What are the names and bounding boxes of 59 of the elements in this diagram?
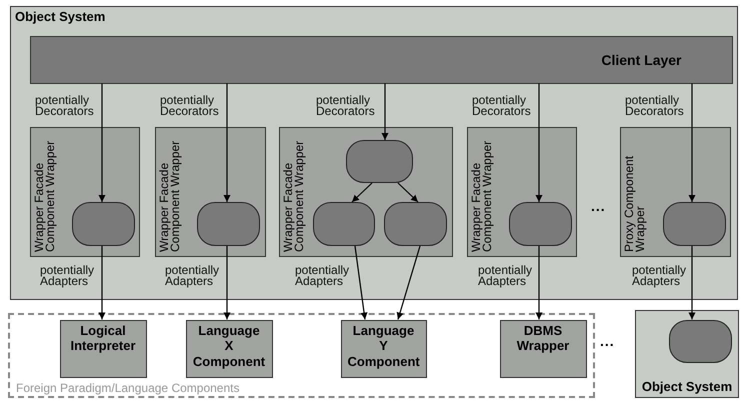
edge-label: potentially Decorators [35, 95, 94, 117]
wrapper-box [466, 126, 576, 256]
node-label: Object System [640, 379, 734, 394]
arrow [98, 246, 106, 320]
layer-bar [30, 36, 732, 84]
edge-label: potentially Decorators [316, 95, 375, 117]
rounded-component [346, 140, 413, 183]
edge-label: potentially Adapters [632, 265, 686, 287]
vertical-label: Wrapper Facade Component Wrapper [34, 139, 56, 252]
rounded-component [197, 202, 260, 246]
arrow [688, 84, 696, 202]
node-label: Logical Interpreter [69, 322, 137, 354]
arrow [224, 84, 230, 202]
vertical-label: Wrapper Facade Component Wrapper [158, 139, 181, 252]
system-container [635, 310, 739, 398]
arrow [398, 182, 418, 202]
edge-label: potentially Adapters [40, 265, 94, 287]
arrow [354, 246, 368, 320]
component-box [340, 320, 426, 378]
rounded-component [668, 320, 732, 362]
node-label: Client Layer [601, 52, 682, 68]
ellipsis-label: ... [591, 198, 606, 214]
ellipsis-label: ... [600, 333, 615, 349]
vertical-label: Proxy Component Wrapper [624, 154, 646, 252]
node-label: DBMS Wrapper [516, 322, 570, 354]
arrow [396, 246, 421, 320]
arrow [224, 246, 230, 320]
wrapper-box [620, 126, 730, 256]
edge-label: potentially Decorators [472, 95, 531, 117]
arrow [98, 84, 106, 202]
component-box [500, 320, 586, 378]
rounded-component [384, 202, 447, 246]
node-label: Language Y Component [348, 322, 420, 370]
edge-label: potentially Decorators [625, 95, 684, 117]
vertical-label: Wrapper Facade Component Wrapper [282, 139, 305, 252]
component-box [186, 320, 272, 378]
dashed-group [8, 313, 595, 398]
arrow [382, 84, 388, 140]
wrapper-box [154, 126, 266, 256]
rounded-component [509, 202, 572, 246]
edge-label: potentially Adapters [478, 265, 532, 287]
group-label: Foreign Paradigm/Language Components [16, 381, 240, 395]
arrow [536, 246, 542, 320]
arrow [688, 246, 696, 320]
edge-label: potentially Adapters [295, 265, 350, 287]
rounded-component [663, 202, 726, 246]
component-box [60, 320, 146, 378]
arrow [536, 84, 542, 202]
node-label: Object System [15, 9, 106, 24]
edge-label: potentially Decorators [160, 95, 219, 117]
rounded-component [72, 202, 135, 246]
rounded-component [313, 202, 375, 246]
edge-label: potentially Adapters [165, 265, 220, 287]
wrapper-box [278, 126, 452, 256]
wrapper-box [30, 126, 140, 256]
node-label: Language X Component [192, 322, 266, 370]
arrow [352, 182, 372, 202]
vertical-label: Wrapper Facade Component Wrapper [470, 139, 493, 252]
system-container [10, 6, 738, 300]
